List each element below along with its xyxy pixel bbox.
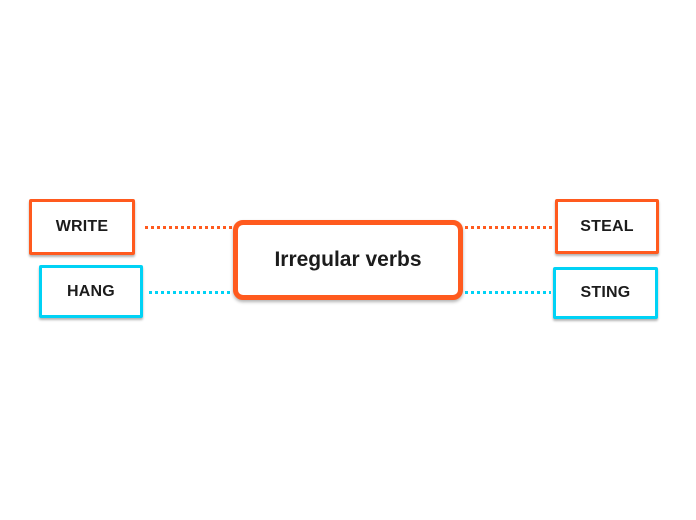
connector-center-sting [465,291,551,294]
connector-center-steal [465,226,553,229]
node-label: WRITE [55,218,109,235]
mind-map-node-sting[interactable]: STING [553,267,658,319]
mind-map-center-node[interactable]: Irregular verbs [233,220,463,300]
center-node-label: Irregular verbs [274,248,422,271]
mind-map-node-steal[interactable]: STEAL [555,199,659,254]
node-label: HANG [67,282,115,300]
connector-write-center [145,226,233,229]
connector-hang-center [149,291,233,294]
mind-map-node-hang[interactable]: HANG [39,265,143,318]
node-label: STEAL [580,217,634,235]
node-label: STING [580,284,631,301]
mind-map-node-write[interactable]: WRITE [29,199,135,255]
